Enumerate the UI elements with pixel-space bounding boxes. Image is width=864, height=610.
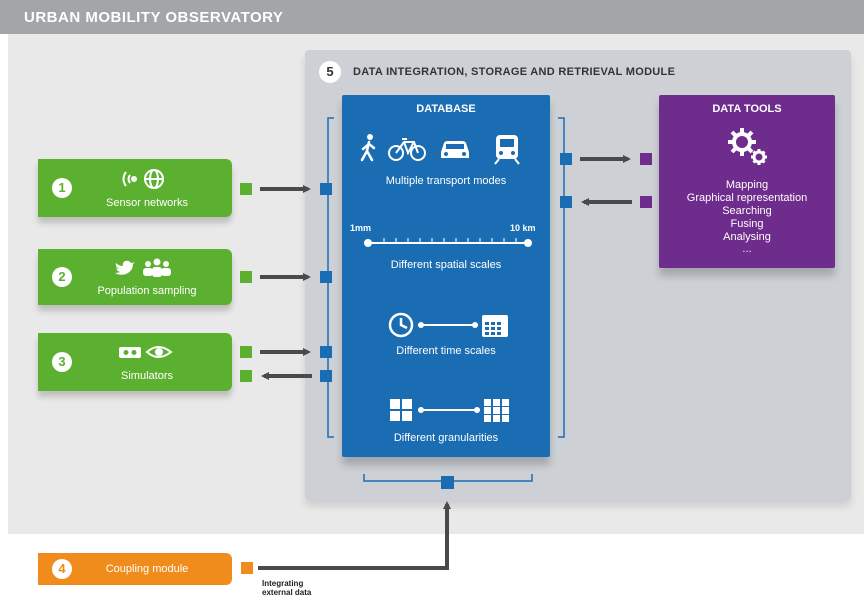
coupling-output-square: [241, 562, 253, 574]
source-icons: [38, 342, 232, 367]
time-scale-graphic: [388, 311, 510, 344]
fine-grid-icon: [484, 399, 509, 422]
source-icons: [38, 167, 232, 196]
source-icons: [38, 257, 232, 284]
source-label: Sensor networks: [106, 197, 188, 209]
gears-icon: [725, 125, 771, 174]
tool-searching: Searching: [722, 205, 772, 217]
page-title: URBAN MOBILITY OBSERVATORY: [24, 9, 284, 26]
data-tools-title: DATA TOOLS: [712, 103, 782, 115]
simulators-box[interactable]: 3 Simulators: [38, 333, 232, 391]
data-tools-box[interactable]: DATA TOOLS Mapping Graphical representat…: [659, 95, 835, 268]
simulator-input-square: [240, 370, 252, 382]
simulator-output-square: [240, 346, 252, 358]
wireless-sensor-icon: [122, 171, 137, 187]
train-icon: [494, 135, 520, 165]
tools-to-db-square: [560, 196, 572, 208]
tools-output-square: [640, 196, 652, 208]
transport-modes-label: Multiple transport modes: [385, 175, 507, 187]
source-number-badge: 2: [52, 267, 72, 287]
external-data-line-1: Integrating: [262, 579, 304, 588]
scale-min-label: 1mm: [350, 223, 372, 233]
clock-icon: [388, 312, 414, 338]
tool-analysing: Analysing: [723, 231, 771, 243]
coupling-number-badge: 4: [52, 559, 72, 579]
twitter-bird-icon: [115, 260, 135, 275]
db-input-square-2: [320, 271, 332, 283]
population-output-square: [240, 271, 252, 283]
vr-headset-icon: [119, 347, 141, 358]
car-icon: [441, 141, 469, 158]
module-title: DATA INTEGRATION, STORAGE AND RETRIEVAL …: [353, 66, 676, 78]
db-to-tools-square: [560, 153, 572, 165]
sensor-output-square: [240, 183, 252, 195]
eye-icon: [145, 346, 173, 358]
granularities-label: Different granularities: [393, 432, 499, 444]
arrow-coupling-to-db: [258, 501, 451, 570]
db-output-square: [320, 370, 332, 382]
bicycle-icon: [388, 138, 426, 161]
spatial-scales-label: Different spatial scales: [390, 259, 502, 271]
transport-icons: [356, 133, 536, 170]
tools-input-square: [640, 153, 652, 165]
database-title: DATABASE: [416, 103, 476, 115]
source-number-badge: 3: [52, 352, 72, 372]
source-label: Simulators: [121, 370, 173, 382]
tool-mapping: Mapping: [725, 179, 769, 191]
coarse-grid-icon: [390, 399, 412, 421]
db-input-square-1: [320, 183, 332, 195]
sensor-networks-box[interactable]: 1 Sensor networks: [38, 159, 232, 217]
tool-more: ...: [742, 243, 752, 255]
tool-graphical-representation: Graphical representation: [686, 192, 808, 204]
population-sampling-box[interactable]: 2 Population sampling: [38, 249, 232, 305]
db-bottom-square: [441, 476, 454, 489]
walking-person-icon: [360, 134, 376, 162]
globe-icon: [144, 169, 164, 189]
db-input-square-3: [320, 346, 332, 358]
database-bracket-right: [558, 117, 565, 438]
coupling-label: Coupling module: [105, 563, 189, 575]
calendar-icon: [482, 315, 508, 337]
time-scales-label: Different time scales: [396, 345, 496, 357]
coupling-module-box[interactable]: 4 Coupling module: [38, 553, 232, 585]
source-number-badge: 1: [52, 178, 72, 198]
header-bar: [0, 0, 864, 34]
source-label: Population sampling: [97, 285, 197, 297]
spatial-scale-ruler: [362, 235, 534, 256]
scale-max-label: 10 km: [510, 223, 536, 233]
external-data-label: Integrating external data: [262, 579, 342, 597]
database-box[interactable]: DATABASE Multiple: [342, 95, 550, 457]
module-number-badge: 5: [319, 61, 341, 83]
external-data-line-2: external data: [262, 588, 312, 597]
tool-fusing: Fusing: [730, 218, 764, 230]
granularity-graphic: [388, 397, 510, 428]
people-group-icon: [143, 258, 171, 277]
